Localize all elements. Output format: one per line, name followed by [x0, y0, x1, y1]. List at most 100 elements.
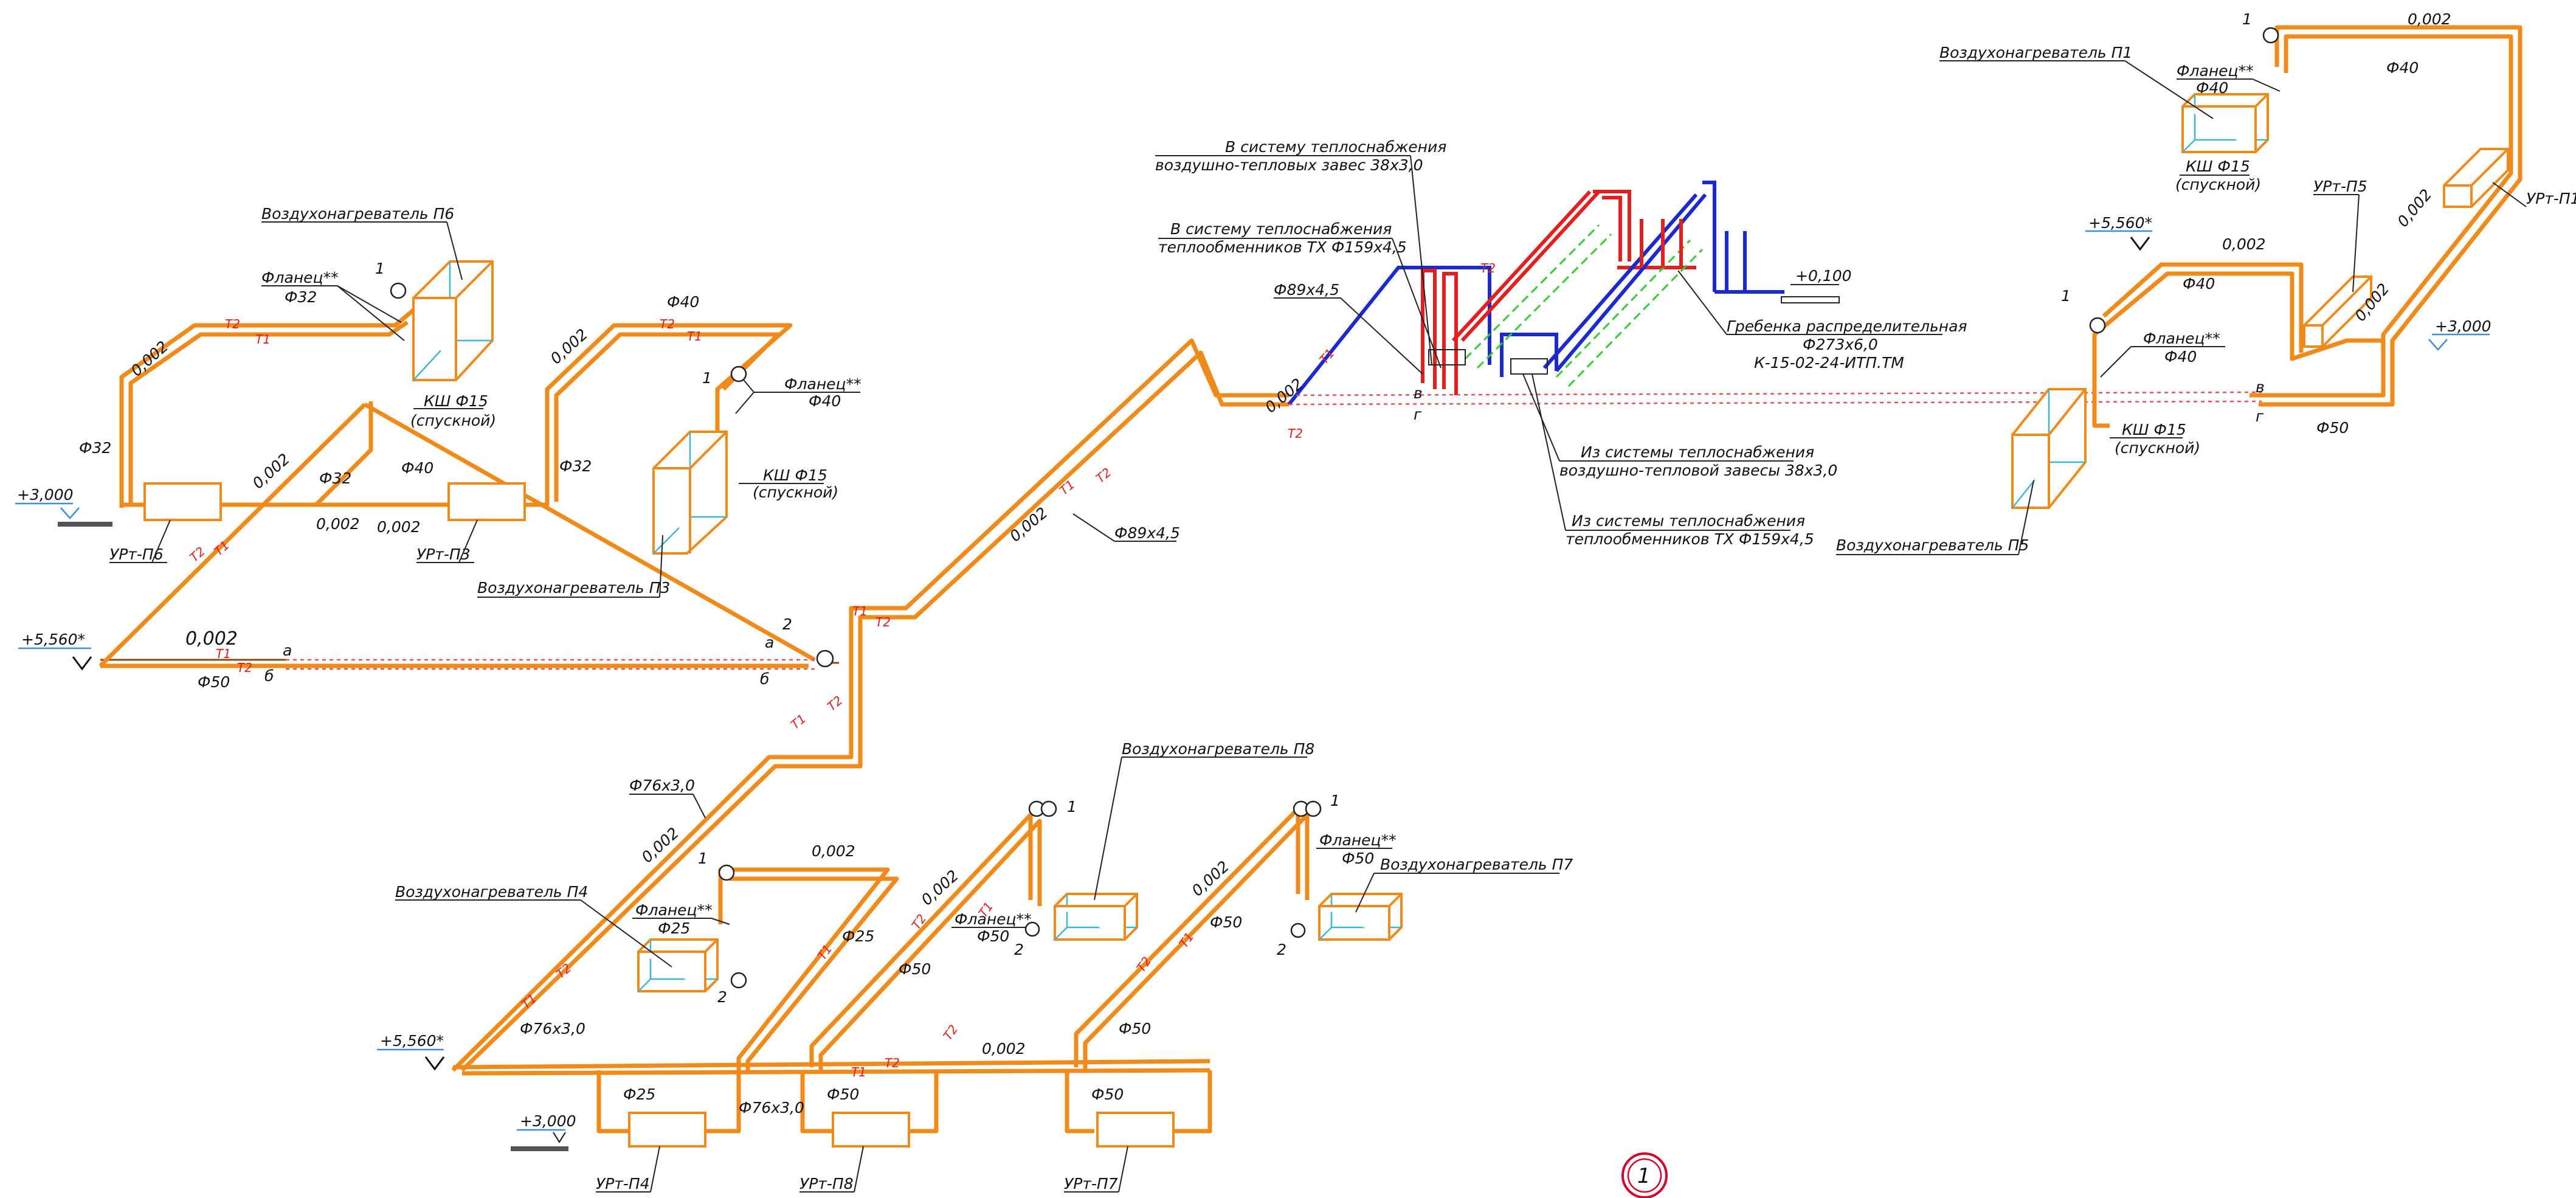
- p5-flange-dia: Ф40: [2164, 348, 2197, 365]
- heater-p5: [2011, 388, 2087, 509]
- sheet-marker: 1: [1621, 1152, 1668, 1198]
- p6-flange-dia: Ф32: [285, 288, 317, 306]
- bt-dia-50d: Ф50: [1119, 1020, 1151, 1037]
- p7-flange-label: Фланец**: [1319, 831, 1397, 849]
- elev-bottom-3000: +3,000: [520, 1112, 576, 1130]
- group-p1-p5: [2092, 25, 2522, 428]
- bt-dia-50b: Ф50: [1210, 913, 1242, 931]
- lt-dia-40a: Ф40: [401, 459, 433, 477]
- heater-p8: [1054, 893, 1138, 941]
- heater-p3: [652, 431, 728, 555]
- center-tag-t2: Т2: [1480, 261, 1496, 275]
- elev-left-3000: +3,000: [17, 486, 74, 504]
- p4-flange-label: Фланец**: [635, 901, 713, 919]
- node-g-right: г: [2256, 407, 2264, 425]
- riser-tag-t1b: Т1: [1057, 477, 1078, 497]
- lt-dia-32b: Ф32: [319, 469, 351, 487]
- center-tag-t2b: Т2: [1288, 426, 1303, 441]
- p6-valve-drain: (спускной): [410, 412, 496, 429]
- note-from-curtains-2: воздушно-тепловой завесы 38х3,0: [1559, 462, 1837, 479]
- slope-main-left: 0,002: [185, 628, 238, 649]
- node-b-left: б: [264, 667, 274, 685]
- unit-p1: [2443, 148, 2509, 208]
- p5-node-1: 1: [2061, 287, 2071, 305]
- p3-flange-label: Фланец**: [784, 375, 862, 393]
- note-from-hx-1: Из системы теплоснабжения: [1572, 512, 1805, 530]
- unit-p1-label: УРт-П1: [2526, 190, 2576, 207]
- bt-dia-50a: Ф50: [899, 960, 931, 978]
- note-to-hx-2: теплообменников ТХ Ф159х4,5: [1158, 238, 1407, 256]
- p1-flange-label: Фланец**: [2177, 62, 2254, 80]
- lt-tag-t2a: Т2: [225, 317, 240, 331]
- dia-main-50: Ф50: [198, 673, 230, 691]
- note-from-curtains-1: Из системы теплоснабжения: [1581, 443, 1814, 461]
- group-p4-p8-p7: [452, 806, 1310, 1134]
- p1-valve-drain: (спускной): [2175, 176, 2261, 193]
- rt-dia-40b: Ф40: [2183, 275, 2215, 293]
- main-tag-t2: Т2: [237, 660, 252, 675]
- elev-left-5560: +5,560*: [21, 631, 85, 648]
- unit-p4-label: УРт-П4: [596, 1175, 650, 1193]
- p6-node-1: 1: [375, 260, 385, 277]
- heater-p1: [2181, 93, 2269, 153]
- bt-tag-t2b: Т2: [908, 912, 929, 932]
- lt-tag-t2b: Т2: [660, 317, 675, 331]
- unit-p4: [628, 1112, 706, 1148]
- heater-p7-label: Воздухонагреватель П7: [1380, 856, 1573, 873]
- rt-slope-d: 0,002: [2222, 235, 2266, 253]
- bt-dia-76c: Ф76х3,0: [739, 1099, 804, 1117]
- p3-valve-drain: (спускной): [753, 483, 838, 501]
- bt-dia-25a: Ф25: [842, 927, 874, 945]
- bt-dia-50e: Ф50: [1091, 1085, 1124, 1103]
- node-v-center: в: [1414, 384, 1423, 402]
- bt-dia-76a: Ф76х3,0: [629, 777, 695, 794]
- heater-p1-label: Воздухонагреватель П1: [1939, 44, 2132, 61]
- unit-p6: [143, 482, 222, 521]
- node-b-mid: б: [760, 670, 769, 688]
- note-from-hx-2: теплообменников ТХ Ф159х4,5: [1566, 530, 1814, 548]
- heater-p4-label: Воздухонагреватель П4: [395, 883, 588, 901]
- lt-dia-32a: Ф32: [79, 439, 111, 457]
- lt-slope-c: 0,002: [377, 518, 421, 536]
- unit-p6-label: УРт-П6: [109, 545, 164, 563]
- unit-p7: [1096, 1112, 1175, 1148]
- lt-tag-t1a: Т1: [255, 332, 271, 347]
- group-p6-p3: [98, 308, 816, 670]
- main-tag-t1: Т1: [216, 646, 231, 661]
- p3-node-1: 1: [702, 369, 712, 387]
- p5-valve-drain: (спускной): [2115, 439, 2200, 457]
- node-v-right: в: [2256, 378, 2265, 396]
- note-manifold-1: Гребенка распределительная: [1727, 317, 1967, 335]
- unit-p5-label: УРт-П5: [2313, 178, 2367, 195]
- manifold: [1287, 181, 2262, 406]
- heater-p6: [412, 260, 494, 381]
- riser-tag-t1d: Т1: [519, 991, 540, 1011]
- p4-flange-dia: Ф25: [658, 919, 690, 937]
- note-manifold-2: Ф273х6,0: [1803, 336, 1878, 353]
- bt-tag-t2a: Т2: [885, 1056, 900, 1070]
- riser-tag-t1a: Т1: [852, 604, 868, 618]
- riser-tag-t2c: Т2: [824, 693, 846, 713]
- sheet-marker-number: 1: [1637, 1164, 1651, 1188]
- bt-dia-50c: Ф50: [827, 1085, 859, 1103]
- unit-p7-label: УРт-П7: [1064, 1175, 1118, 1193]
- heater-p5-label: Воздухонагреватель П5: [1836, 536, 2029, 554]
- unit-p8-label: УРт-П8: [799, 1175, 854, 1193]
- elev-right-5560: +5,560*: [2088, 214, 2152, 232]
- p6-flange-label: Фланец**: [261, 269, 339, 286]
- p1-flange-dia: Ф40: [2196, 79, 2228, 97]
- note-manifold-3: К-15-02-24-ИТП.ТМ: [1754, 354, 1904, 372]
- elev-bottom-5560: +5,560*: [380, 1032, 444, 1050]
- unit-p8: [832, 1112, 910, 1148]
- p7-node-1: 1: [1330, 792, 1340, 809]
- p7-flange-dia: Ф50: [1342, 850, 1374, 867]
- p5-flange-label: Фланец**: [2143, 330, 2220, 347]
- heater-p3-label: Воздухонагреватель П3: [477, 579, 670, 597]
- p8-node-2: 2: [1014, 941, 1024, 958]
- node-2-mid: 2: [782, 615, 792, 633]
- bt-slope-c: 0,002: [918, 867, 962, 909]
- lt-dia-40b: Ф40: [667, 293, 699, 311]
- p1-node-1: 1: [2242, 10, 2252, 28]
- bt-slope-d: 0,002: [1189, 857, 1233, 899]
- node-a-left: а: [283, 642, 292, 659]
